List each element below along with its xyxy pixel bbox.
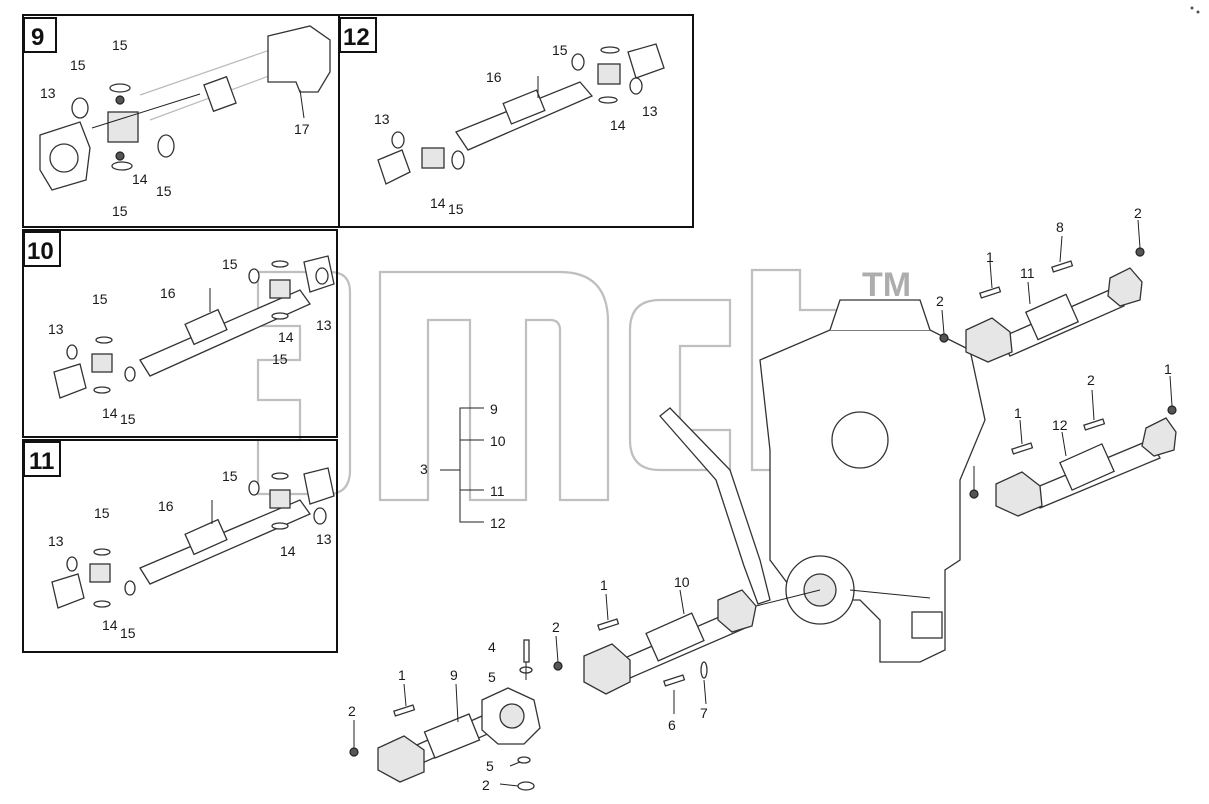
- inset-box-12: 12 15 16 13 13 14 14 15: [338, 14, 694, 228]
- callout-17: 17: [294, 121, 310, 137]
- callout-16: 16: [486, 69, 502, 85]
- callout-15: 15: [112, 37, 128, 53]
- callout-16: 16: [158, 498, 174, 514]
- callout-15: 15: [112, 203, 128, 219]
- callout-2: 2: [936, 293, 944, 309]
- callout-2: 2: [1134, 205, 1142, 221]
- assembly-group-bracket: 3 9 10 11 12: [420, 401, 506, 531]
- inset-box-10: 10 15 16 15 13 14 14 15 13 15: [22, 229, 338, 438]
- callout-7: 7: [700, 705, 708, 721]
- callout-14: 14: [102, 405, 118, 421]
- callout-15: 15: [552, 42, 568, 58]
- callout-15: 15: [222, 256, 238, 272]
- callout-15: 15: [272, 351, 288, 367]
- callout-13: 13: [48, 533, 64, 549]
- callout-1: 1: [600, 577, 608, 593]
- callout-14: 14: [610, 117, 626, 133]
- gearbox-housing: [659, 299, 986, 663]
- callout-11: 11: [1020, 265, 1035, 281]
- callout-15: 15: [94, 505, 110, 521]
- callout-15: 15: [70, 57, 86, 73]
- callout-2: 2: [552, 619, 560, 635]
- shaft-assembly-10: 1 10 2 4 5 6 7: [488, 574, 821, 733]
- callout-3: 3: [420, 461, 428, 477]
- corner-mark: [1190, 6, 1200, 14]
- callout-15: 15: [222, 468, 238, 484]
- callout-5: 5: [488, 669, 496, 685]
- callout-12: 12: [490, 515, 506, 531]
- inset-box-12-label: 12: [343, 24, 370, 51]
- callout-12: 12: [1052, 417, 1068, 433]
- callout-15: 15: [120, 625, 136, 641]
- inset-box-10-label: 10: [27, 238, 54, 265]
- callout-2: 2: [482, 777, 490, 793]
- callout-14: 14: [132, 171, 148, 187]
- callout-13: 13: [316, 317, 332, 333]
- callout-14: 14: [278, 329, 294, 345]
- callout-13: 13: [48, 321, 64, 337]
- shaft-assembly-12: 2 1 1 12: [969, 361, 1177, 517]
- inset-box-9: 9 15 15 13 14 15 15 17: [22, 14, 340, 228]
- callout-8: 8: [1056, 219, 1064, 235]
- callout-1: 1: [1164, 361, 1172, 377]
- callout-14: 14: [430, 195, 446, 211]
- callout-1: 1: [398, 667, 406, 683]
- callout-10: 10: [490, 433, 506, 449]
- callout-4: 4: [488, 639, 496, 655]
- callout-13: 13: [374, 111, 390, 127]
- shaft-assembly-11: 8 2 1 11 2: [936, 205, 1145, 363]
- callout-9: 9: [490, 401, 498, 417]
- callout-5: 5: [486, 758, 494, 774]
- inset-box-11: 11 15 16 15 13 14 14 15 13: [22, 439, 338, 653]
- callout-13: 13: [40, 85, 56, 101]
- inset-box-9-label: 9: [31, 24, 44, 51]
- callout-2: 2: [348, 703, 356, 719]
- callout-14: 14: [102, 617, 118, 633]
- callout-16: 16: [160, 285, 176, 301]
- callout-13: 13: [316, 531, 332, 547]
- callout-9: 9: [450, 667, 458, 683]
- callout-11: 11: [490, 483, 505, 499]
- trademark-label: TM: [862, 266, 911, 304]
- callout-13: 13: [642, 103, 658, 119]
- inset-box-11-label: 11: [29, 448, 54, 475]
- callout-1: 1: [1014, 405, 1022, 421]
- callout-15: 15: [448, 201, 464, 217]
- callout-1: 1: [986, 249, 994, 265]
- callout-15: 15: [156, 183, 172, 199]
- callout-14: 14: [280, 543, 296, 559]
- callout-15: 15: [92, 291, 108, 307]
- callout-15: 15: [120, 411, 136, 427]
- shaft-assembly-9: 1 9 2 5 2: [348, 667, 541, 793]
- callout-2: 2: [1087, 372, 1095, 388]
- callout-10: 10: [674, 574, 690, 590]
- callout-6: 6: [668, 717, 676, 733]
